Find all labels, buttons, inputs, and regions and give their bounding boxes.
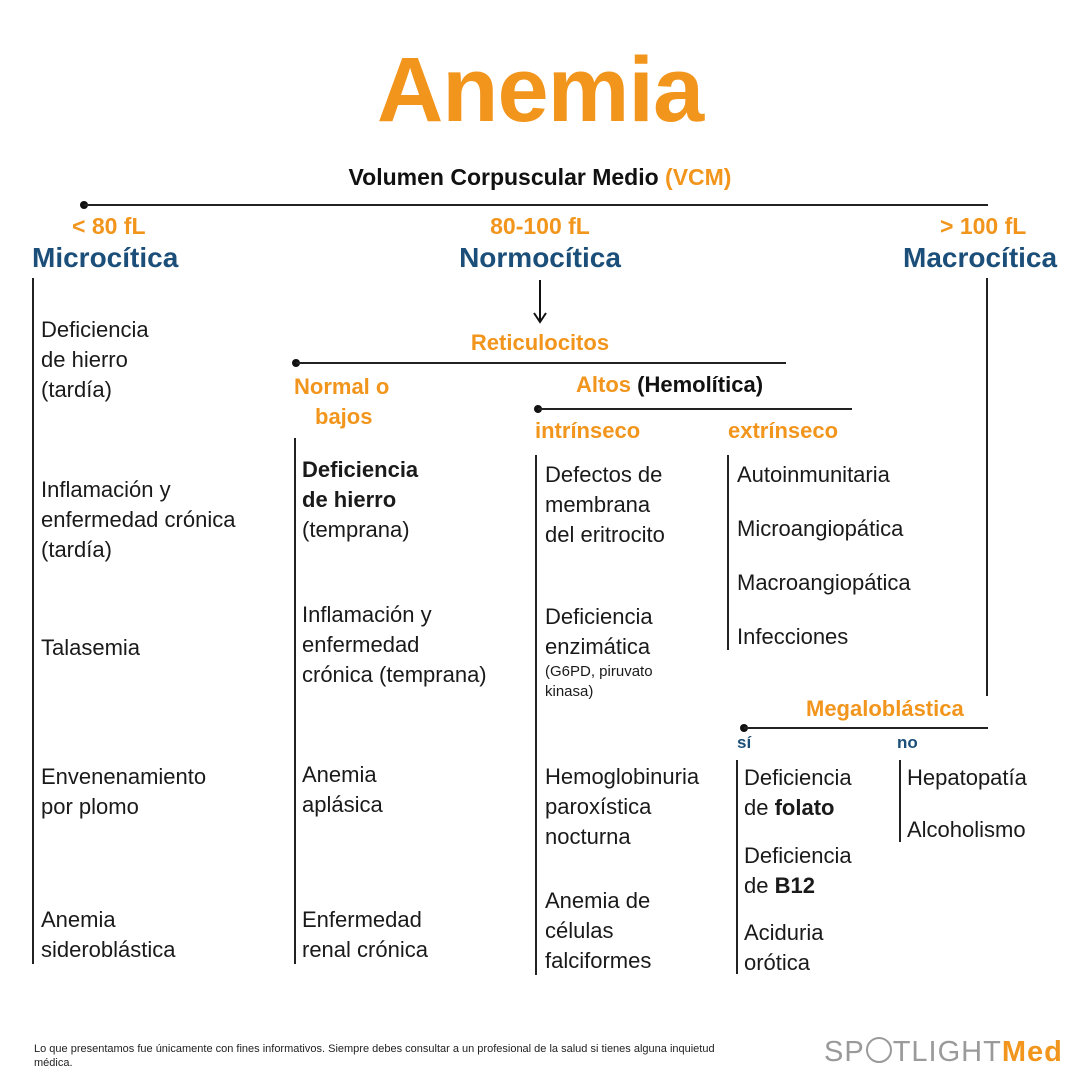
intrinsic-item-sickle: Anemia de células falciformes: [545, 888, 652, 973]
micro-item-sideroblastic: Anemia sideroblástica: [41, 907, 176, 962]
extrinsic-item-macroangio: Macroangiopática: [737, 570, 911, 595]
micro-item-inflammation-late: Inflamación y enfermedad crónica (tardía…: [41, 477, 236, 562]
extrinsic-item-infections: Infecciones: [737, 624, 849, 649]
macro-column-line: [986, 278, 988, 696]
extrinsic-item-autoimmune: Autoinmunitaria: [737, 462, 890, 487]
megaloblastica-branch-line: [744, 727, 988, 729]
intrinsic-item-membrane: Defectos de membrana del eritrocito: [545, 462, 665, 547]
extrinsic-item-microangio: Microangiopática: [737, 516, 904, 541]
intrinsic-item-enzyme: Deficiencia enzimática (G6PD, piruvato k…: [545, 604, 653, 700]
micro-item-iron-late: Deficiencia de hierro (tardía): [41, 317, 149, 402]
reticulocitos-branch-line: [296, 362, 786, 364]
vcm-heading: Volumen Corpuscular Medio (VCM): [0, 164, 1080, 191]
low-retic-column-line: [294, 438, 296, 964]
hemolitica-branch-line: [538, 408, 852, 410]
intrinsic-item-pnh: Hemoglobinuria paroxística nocturna: [545, 764, 700, 849]
micro-range: < 80 fL: [72, 213, 146, 239]
normal-bajos-label: Normal o bajos: [294, 374, 390, 429]
normo-range: 80-100 fL: [490, 213, 590, 239]
reticulocitos-label: Reticulocitos: [470, 330, 610, 355]
low-item-aplastic: Anemia aplásica: [302, 762, 383, 817]
intrinseco-label: intrínseco: [535, 418, 641, 443]
macro-range: > 100 fL: [940, 213, 1027, 239]
no-item-alcohol: Alcoholismo: [907, 817, 1026, 842]
megaloblastica-label: Megaloblástica: [806, 696, 964, 721]
normo-title: Normocítica: [459, 242, 621, 273]
megaloblastic-yes-column-line: [736, 760, 738, 974]
intrinsic-column-line: [535, 455, 537, 975]
micro-title: Microcítica: [32, 242, 179, 273]
low-item-inflammation-early: Inflamación y enfermedad crónica (tempra…: [302, 602, 487, 687]
megaloblastic-no-label: no: [897, 733, 918, 752]
normo-down-arrow: [530, 280, 550, 326]
vcm-label: Volumen Corpuscular Medio: [348, 164, 659, 190]
top-branch-line: [84, 204, 988, 206]
yes-item-folate: Deficiencia de folato: [744, 765, 852, 820]
logo-spotlight-ring-icon: [865, 1037, 892, 1063]
low-item-renal: Enfermedad renal crónica: [302, 907, 428, 962]
no-item-liver: Hepatopatía: [907, 765, 1027, 790]
micro-item-lead: Envenenamiento por plomo: [41, 764, 207, 819]
extrinsic-column-line: [727, 455, 729, 650]
low-item-iron-early: Deficiencia de hierro (temprana): [302, 457, 419, 542]
macro-title: Macrocítica: [903, 242, 1058, 273]
vcm-abbr: (VCM): [665, 164, 732, 190]
megaloblastic-no-column-line: [899, 760, 901, 842]
page-title: Anemia: [376, 39, 704, 141]
micro-item-talasemia: Talasemia: [41, 635, 141, 660]
extrinseco-label: extrínseco: [728, 418, 839, 443]
micro-column-line: [32, 278, 34, 964]
yes-item-b12: Deficiencia de B12: [744, 843, 852, 898]
altos-label: Altos (Hemolítica): [576, 372, 764, 397]
yes-item-orotic: Aciduria orótica: [744, 920, 824, 975]
megaloblastic-yes-label: sí: [737, 733, 752, 752]
disclaimer-text: Lo que presentamos fue únicamente con fi…: [34, 1043, 715, 1069]
